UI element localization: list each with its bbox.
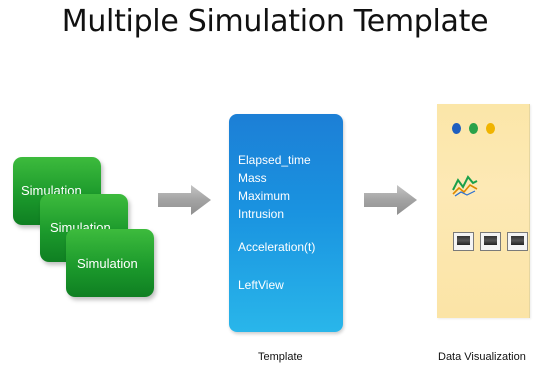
window-dot-green-icon [469,123,478,134]
right-arrow-icon-2 [364,185,417,215]
template-item-mass: Mass [238,171,267,185]
line-chart-icon [452,175,478,197]
simulation-card-3: Simulation [66,229,154,297]
template-item-maximum: Maximum [238,189,291,203]
image-thumbnail-icon-3 [507,232,528,251]
image-thumbnail-icon-1 [453,232,474,251]
simulation-label-3: Simulation [77,256,138,271]
template-item-acceleration: Acceleration(t) [238,240,316,254]
window-dot-blue-icon [452,123,461,134]
template-item-elapsed-time: Elapsed_time [238,153,311,167]
right-arrow-icon-1 [158,185,211,215]
window-dot-yellow-icon [486,123,495,134]
data-visualization-panel [437,104,530,318]
template-item-leftview: LeftView [238,278,284,292]
image-thumbnail-icon-2 [480,232,501,251]
data-visualization-caption: Data Visualization [438,351,526,363]
template-item-intrusion: Intrusion [238,207,285,221]
template-box: Elapsed_time Mass Maximum Intrusion Acce… [229,114,343,332]
template-caption: Template [258,351,303,363]
page-title: Multiple Simulation Template [61,4,489,39]
